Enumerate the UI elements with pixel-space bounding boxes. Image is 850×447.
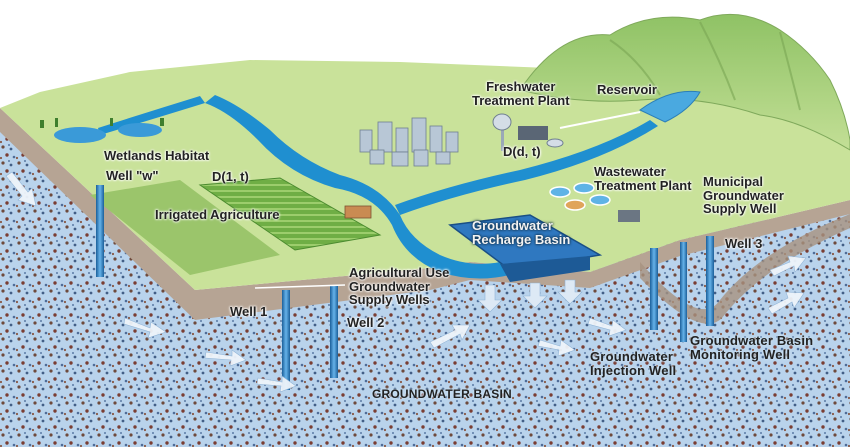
label-recharge-line2: Recharge Basin <box>472 231 571 247</box>
municipal-well-casing <box>706 236 714 326</box>
river-branch <box>395 120 658 215</box>
monitoring-well-casing <box>680 242 687 342</box>
label-reservoir: Reservoir <box>597 82 657 97</box>
infiltration-arrows <box>477 279 583 313</box>
label-freshwater-plant: Freshwater Treatment Plant <box>472 80 570 107</box>
groundwater-flow-arrows <box>5 171 807 393</box>
label-freshwater-line1: Freshwater <box>486 79 556 94</box>
crop-field <box>198 177 382 251</box>
label-ag-supply-wells: Agricultural Use Groundwater Supply Well… <box>349 266 449 307</box>
label-recharge-line1: Groundwater <box>472 218 553 233</box>
label-groundwater-basin: GROUNDWATER BASIN <box>372 387 512 401</box>
label-monitoring-line1: Groundwater Basin <box>690 333 814 348</box>
label-irrigated-agriculture: Irrigated Agriculture <box>155 207 280 222</box>
wetland-pond-1 <box>54 127 106 143</box>
freshwater-plant <box>518 126 564 148</box>
label-ag-use-line1: Agricultural Use <box>349 265 450 280</box>
label-well-2: Well 2 <box>347 315 385 330</box>
aquifer-left-face <box>0 118 195 447</box>
recharge-basin <box>448 214 603 271</box>
well-1-casing <box>282 290 290 390</box>
label-municipal-line1: Municipal <box>703 174 763 189</box>
label-municipal-line2: Groundwater <box>703 187 784 203</box>
label-ag-use-line2: Groundwater <box>349 278 430 294</box>
supply-pipe <box>559 111 641 129</box>
label-well-w: Well "w" <box>106 168 159 183</box>
label-municipal-well: Municipal Groundwater Supply Well <box>703 175 784 216</box>
label-injection-line1: Groundwater <box>590 349 674 364</box>
wastewater-plant <box>549 182 640 222</box>
recharge-basin-face <box>500 256 590 282</box>
cone-of-depression <box>640 214 850 324</box>
wetland-reeds <box>40 118 164 128</box>
label-ddt: D(d, t) <box>503 144 541 159</box>
city-buildings <box>359 117 459 167</box>
soil-band-front <box>195 200 850 320</box>
label-injection-well: Groundwater Injection Well <box>590 350 676 377</box>
label-monitoring-well: Groundwater Basin Monitoring Well <box>690 334 813 361</box>
label-wetlands-habitat: Wetlands Habitat <box>104 148 210 163</box>
orchard <box>90 180 280 275</box>
mountains <box>519 13 850 151</box>
label-d1t: D(1, t) <box>212 169 249 184</box>
label-well-1: Well 1 <box>230 304 268 319</box>
ag-pipe <box>254 284 346 289</box>
label-well-3: Well 3 <box>725 236 763 251</box>
river <box>205 95 520 279</box>
label-ag-use-line3: Supply Wells <box>349 292 430 308</box>
well-2-casing <box>330 286 338 378</box>
label-wastewater-line2: Treatment Plant <box>594 177 692 193</box>
injection-well-casing <box>650 248 658 330</box>
label-monitoring-line2: Monitoring Well <box>690 346 791 362</box>
water-tower <box>492 113 512 151</box>
farm-shed <box>344 205 372 219</box>
well-w-casing <box>96 185 104 277</box>
label-injection-line2: Injection Well <box>590 362 677 378</box>
mountain-ridge-shading <box>609 21 801 111</box>
label-recharge-basin: Groundwater Recharge Basin <box>472 219 570 246</box>
label-wastewater-plant: Wastewater Treatment Plant <box>594 165 692 192</box>
label-freshwater-line2: Treatment Plant <box>472 92 570 108</box>
wetland-pond-2 <box>118 123 162 137</box>
label-municipal-line3: Supply Well <box>703 201 777 217</box>
reservoir <box>639 90 701 123</box>
label-wastewater-line1: Wastewater <box>594 164 666 179</box>
